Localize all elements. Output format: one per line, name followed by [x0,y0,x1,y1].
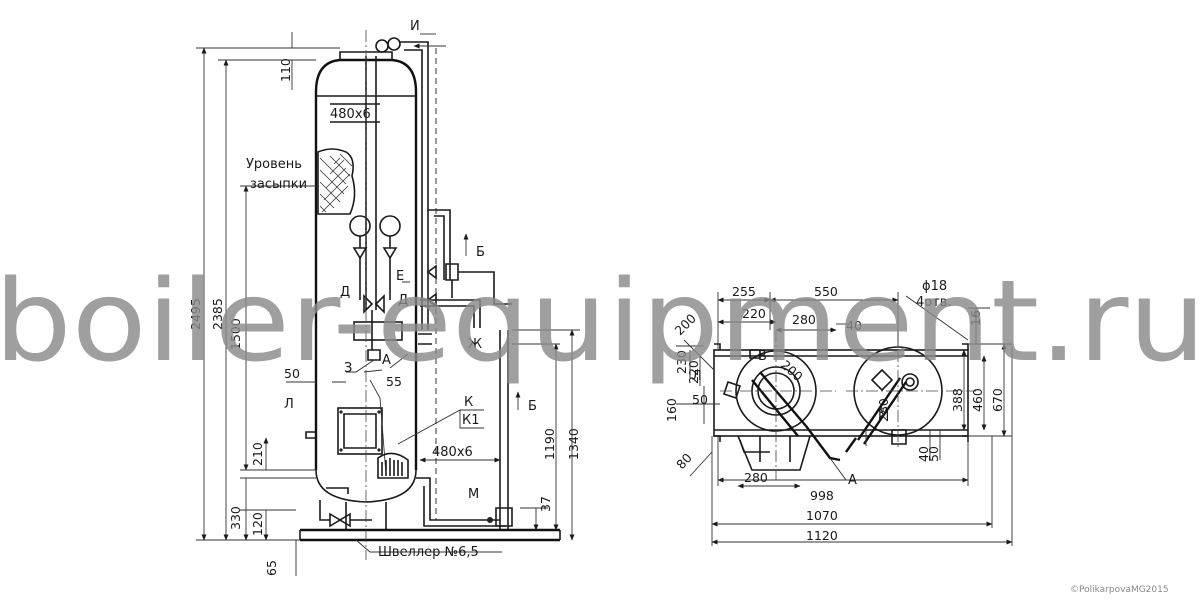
pressure-gauges [349,215,401,314]
manhole-bottom-label: 480x6 [432,445,473,460]
dim-50-right: 50 [926,446,941,462]
dim-330: 330 [228,506,243,530]
fill-level-label-1: Уровень [246,157,302,172]
nozzle-z-label: З [344,361,352,376]
nozzle-a-front-label: А [382,353,391,368]
dim-40-bottom: 40 [916,446,931,462]
nozzle-l-plan-label: Л [692,369,702,384]
nozzle-d-left-label: Д [340,285,350,300]
nozzle-m-plan-label: М [878,407,889,422]
nozzle-e-label: Е [396,269,404,284]
nozzle-v-plan-label: В [758,349,767,364]
dim-37: 37 [538,496,553,512]
copyright-text: ©PolikarpovaMG2015 [1070,585,1169,595]
dim-280-bottom: 280 [744,470,768,485]
nozzle-b-top-label: Б [476,245,485,260]
dim-65: 65 [264,560,279,576]
dim-1190: 1190 [542,428,557,460]
dim-460: 460 [970,388,985,412]
plan-centerline-vessel [720,330,836,480]
holes-dia-label: ϕ18 [922,279,947,294]
nozzle-a-plan-label: А [848,473,857,488]
nozzle-d-right-label: Д [398,293,408,308]
nozzle-l-stub [305,431,317,439]
dim-50: 50 [284,366,300,381]
dim-220: 220 [742,306,766,321]
plan-dimensions [676,292,1013,546]
dim-80: 80 [673,450,695,472]
dim-16: 16 [968,310,983,326]
nozzle-zh-label: Ж [468,337,482,352]
nozzle-i-label: И [410,19,420,34]
dim-220-left: 220 [686,360,701,384]
dim-388: 388 [950,388,965,412]
holes-count-label: 4отв. [916,295,952,310]
dim-50-left: 50 [692,392,708,407]
dim-1500: 1500 [228,318,243,350]
dim-280-top: 280 [792,312,816,327]
dim-210: 210 [250,442,265,466]
fill-level-label-2: засыпки [250,177,307,192]
nozzle-l-front-label: Л [284,397,294,412]
dim-670: 670 [990,388,1005,412]
front-dimensions [196,32,580,576]
manhole-bottom [337,407,383,455]
dim-1120: 1120 [806,528,838,543]
plan-pipe-link [845,437,857,453]
manhole-top: 480x6 [330,103,380,123]
dim-550: 550 [814,284,838,299]
plan-centerline-filter [846,330,976,450]
dim-230: 230 [674,350,689,374]
supports [299,500,561,542]
dim-1070: 1070 [806,508,838,523]
dim-280-m: 280 [876,398,891,422]
nozzle-k1-label: К1 [462,413,480,428]
nozzle-b-low-label: Б [528,399,537,414]
nozzle-g-stub [326,487,349,494]
plan-frame [713,349,969,437]
dim-160: 160 [664,398,679,422]
dim-998: 998 [810,488,834,503]
manhole-top-label: 480x6 [330,107,371,122]
front-view: 480x6 [188,19,581,576]
dim-120: 120 [250,512,265,536]
dim-255: 255 [732,284,756,299]
filling-hatch [317,148,356,215]
dim-2385: 2385 [210,298,225,330]
dim-110: 110 [278,58,293,82]
external-piping [375,37,513,530]
nozzle-m-front-label: М [468,487,479,502]
dim-1340: 1340 [566,428,581,460]
plan-pipe-a [805,425,841,462]
dim-40-top: 40 [846,318,862,333]
dim-55: 55 [386,374,402,389]
watermark-text: boiler-equipment.ru [0,257,1200,387]
dim-2495: 2495 [188,298,203,330]
plan-view: Л В М А ϕ18 4отв. 255 550 220 280 40 200… [664,279,1013,546]
nozzle-k-label: К [464,395,473,410]
channel-label: Швеллер №6,5 [378,545,479,560]
